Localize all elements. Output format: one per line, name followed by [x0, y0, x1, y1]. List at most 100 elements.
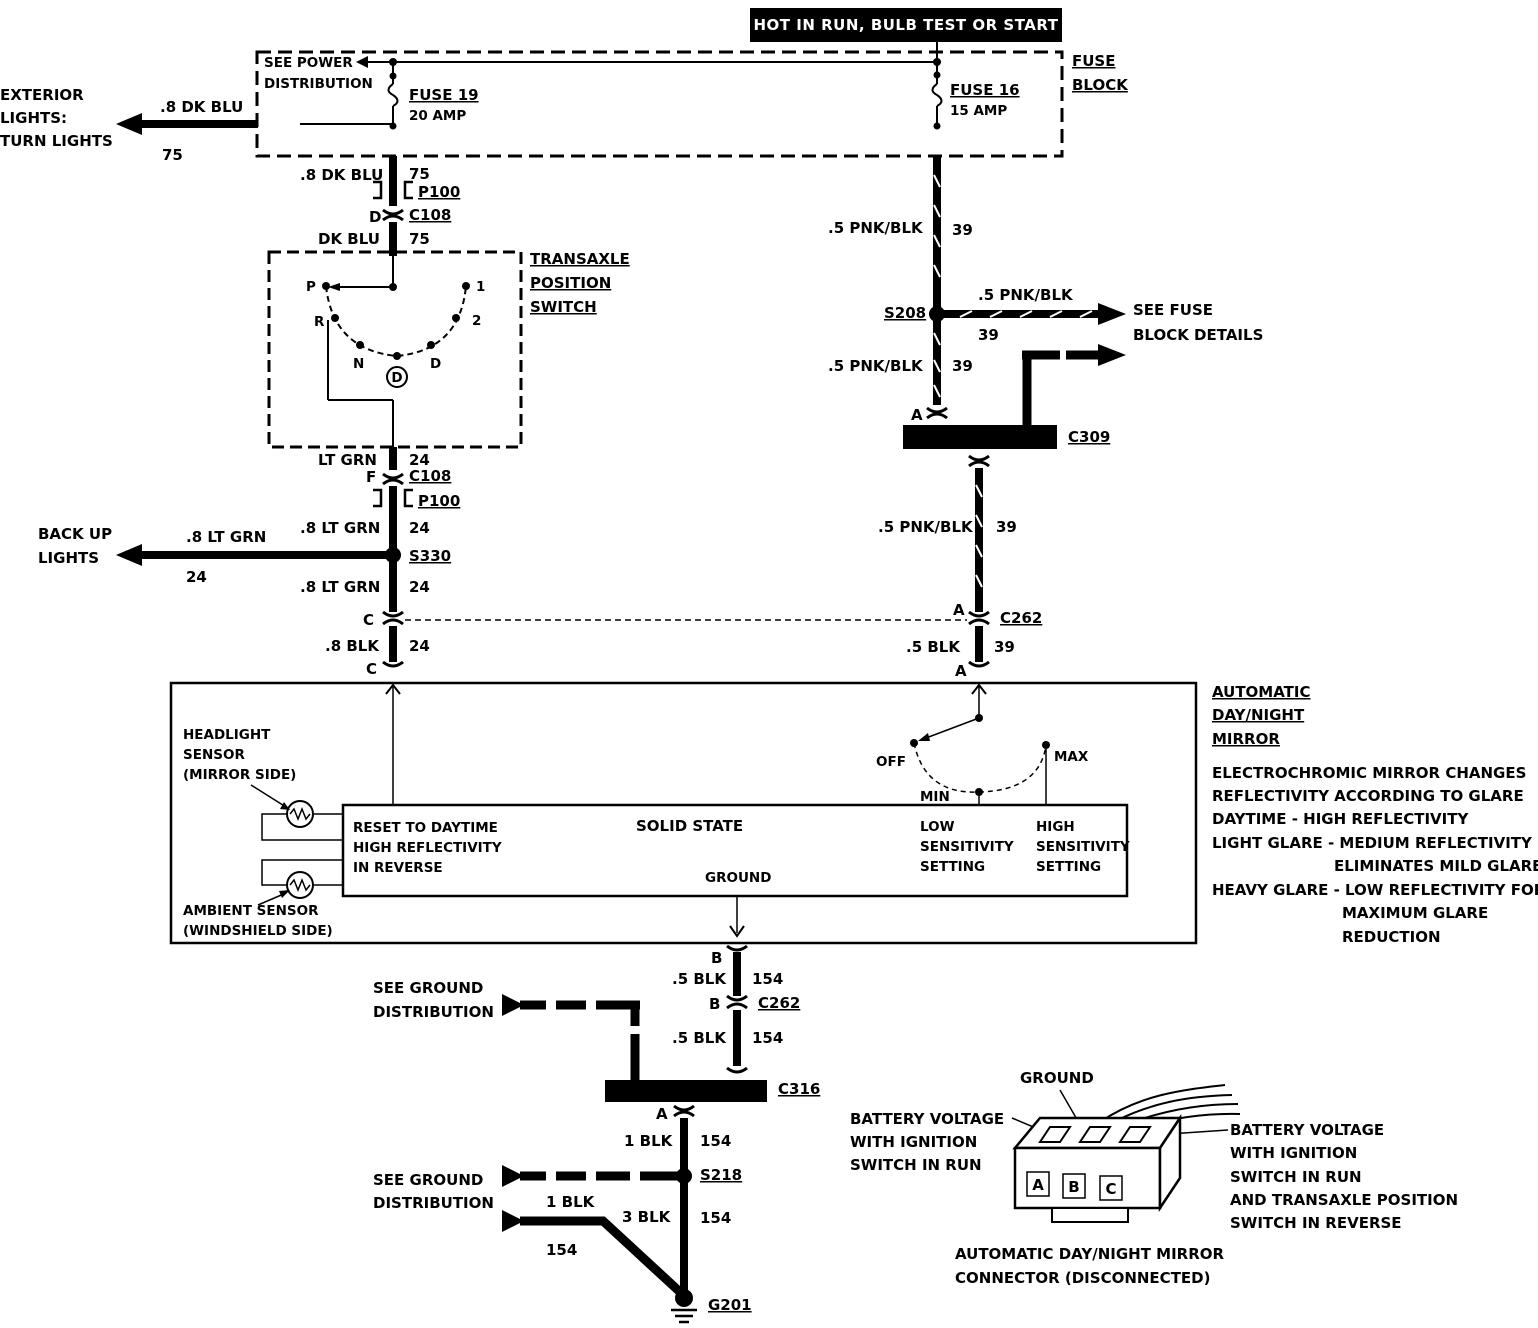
wire-label: 1 BLK — [624, 1132, 674, 1150]
circuit-number: 24 — [409, 519, 430, 537]
see-power-label: DISTRIBUTION — [264, 76, 373, 92]
connector-label: WITH IGNITION — [1230, 1144, 1357, 1162]
mirror-title: MIRROR — [1212, 730, 1280, 748]
circuit-number: 154 — [700, 1132, 731, 1150]
switch-position: D — [391, 370, 402, 386]
circuit-number: 154 — [752, 1029, 783, 1047]
connector-caption: CONNECTOR (DISCONNECTED) — [955, 1269, 1210, 1287]
wire-label: DK BLU — [318, 230, 380, 248]
low-sensitivity-label: LOW — [920, 819, 955, 835]
switch-position: D — [430, 356, 441, 372]
p100-label: P100 — [418, 492, 460, 510]
wire-label: .5 BLK — [906, 638, 961, 656]
connector-caption: AUTOMATIC DAY/NIGHT MIRROR — [955, 1245, 1225, 1263]
connector-label: SWITCH IN REVERSE — [1230, 1214, 1402, 1232]
fuse-16-rating: 15 AMP — [950, 103, 1007, 119]
c262-label: C262 — [1000, 609, 1042, 627]
mirror-title: DAY/NIGHT — [1212, 706, 1305, 724]
description-line: REFLECTIVITY ACCORDING TO GLARE — [1212, 787, 1524, 805]
pin-label: F — [366, 468, 376, 486]
connector-label: WITH IGNITION — [850, 1133, 977, 1151]
switch-title: POSITION — [530, 274, 611, 292]
circuit-number: 75 — [162, 146, 183, 164]
g201-label: G201 — [708, 1296, 752, 1314]
ambient-sensor: AMBIENT SENSOR (WINDSHIELD SIDE) — [183, 859, 343, 939]
wire-label: LT GRN — [318, 451, 377, 469]
description-line: LIGHT GLARE - MEDIUM REFLECTIVITY — [1212, 834, 1533, 852]
switch-position: R — [314, 314, 325, 330]
banner-text: HOT IN RUN, BULB TEST OR START — [754, 16, 1059, 34]
solid-state-module — [341, 803, 1129, 898]
sensor-label: HEADLIGHT — [183, 727, 271, 743]
circuit-number: 24 — [409, 451, 430, 469]
wire-label: .8 DK BLU — [300, 166, 383, 184]
connector-pin: C — [1105, 1180, 1116, 1198]
switch-title: TRANSAXLE — [530, 250, 630, 268]
c316-connector — [605, 1080, 767, 1102]
p100-label: P100 — [418, 183, 460, 201]
wire-label: .8 LT GRN — [300, 519, 380, 537]
pin-label: C — [366, 660, 377, 678]
wire-label: .5 PNK/BLK — [978, 286, 1074, 304]
fuse-19-label: FUSE 19 — [409, 86, 479, 104]
c108-label: C108 — [409, 206, 451, 224]
switch-position: 2 — [472, 313, 481, 329]
power-banner: HOT IN RUN, BULB TEST OR START — [750, 8, 1062, 42]
circuit-number: 75 — [409, 230, 430, 248]
back-up-lights-label: BACK UP — [38, 525, 112, 543]
mirror-description: ELECTROCHROMIC MIRROR CHANGES REFLECTIVI… — [1212, 764, 1538, 946]
circuit-number: 154 — [700, 1209, 731, 1227]
s330-label: S330 — [409, 547, 451, 565]
mirror-title: AUTOMATIC — [1212, 683, 1311, 701]
reset-label: IN REVERSE — [353, 860, 443, 876]
pin-label: A — [953, 601, 965, 619]
fuse-19-rating: 20 AMP — [409, 108, 466, 124]
circuit-number: 154 — [546, 1241, 577, 1259]
sensor-label: SENSOR — [183, 747, 245, 763]
g201-ground — [675, 1289, 693, 1307]
sensor-label: (WINDSHIELD SIDE) — [183, 923, 333, 939]
wire-label: .8 BLK — [325, 637, 380, 655]
mirror-connector-illustration: GROUND BATTERY VOLTAGE WITH IGNITION SWI… — [850, 1069, 1458, 1287]
pin-label: A — [911, 406, 923, 424]
connector-ground-label: GROUND — [1020, 1069, 1094, 1087]
c316-label: C316 — [778, 1080, 820, 1098]
circuit-number: 24 — [409, 637, 430, 655]
exterior-lights-output: EXTERIOR LIGHTS: TURN LIGHTS .8 DK BLU 7… — [0, 86, 258, 164]
c309-label: C309 — [1068, 428, 1110, 446]
see-fuse-label: SEE FUSE — [1133, 301, 1213, 319]
circuit-number: 75 — [409, 165, 430, 183]
exterior-lights-label: LIGHTS: — [0, 109, 67, 127]
switch-title: SWITCH — [530, 298, 597, 316]
circuit-number: 39 — [994, 638, 1015, 656]
circuit-number: 39 — [978, 326, 999, 344]
see-fuse-label: BLOCK DETAILS — [1133, 326, 1263, 344]
fuse-block: FUSE BLOCK SEE POWER DISTRIBUTION FUSE 1… — [255, 42, 1129, 158]
wire-label: 1 BLK — [546, 1193, 596, 1211]
wire-label: .8 DK BLU — [160, 98, 243, 116]
fuse-16: FUSE 16 15 AMP — [931, 81, 1020, 130]
sensor-label: (MIRROR SIDE) — [183, 767, 296, 783]
fuse-19: FUSE 19 20 AMP — [387, 72, 479, 130]
wire-label: .8 LT GRN — [300, 578, 380, 596]
pin-label: A — [656, 1105, 668, 1123]
wire-label: .5 BLK — [672, 970, 727, 988]
ground-label: GROUND — [705, 870, 771, 886]
description-line: ELECTROCHROMIC MIRROR CHANGES — [1212, 764, 1526, 782]
s208-label: S208 — [884, 304, 926, 322]
automatic-day-night-mirror: AUTOMATIC DAY/NIGHT MIRROR ELECTROCHROMI… — [169, 681, 1538, 946]
pin-label: B — [711, 949, 722, 967]
high-sensitivity-label: SETTING — [1036, 859, 1101, 875]
high-sensitivity-label: SENSITIVITY — [1036, 839, 1130, 855]
pin-label: A — [955, 662, 967, 680]
see-ground-label: SEE GROUND — [373, 1171, 483, 1189]
see-ground-label: DISTRIBUTION — [373, 1194, 494, 1212]
solid-state-label: SOLID STATE — [636, 817, 743, 835]
c262-label: C262 — [758, 994, 800, 1012]
pin-label: D — [369, 208, 381, 226]
switch-position: N — [353, 356, 364, 372]
connector-pin: B — [1068, 1178, 1079, 1196]
fuse-16-label: FUSE 16 — [950, 81, 1020, 99]
see-power-label: SEE POWER — [264, 55, 353, 71]
pin-label: B — [709, 995, 720, 1013]
